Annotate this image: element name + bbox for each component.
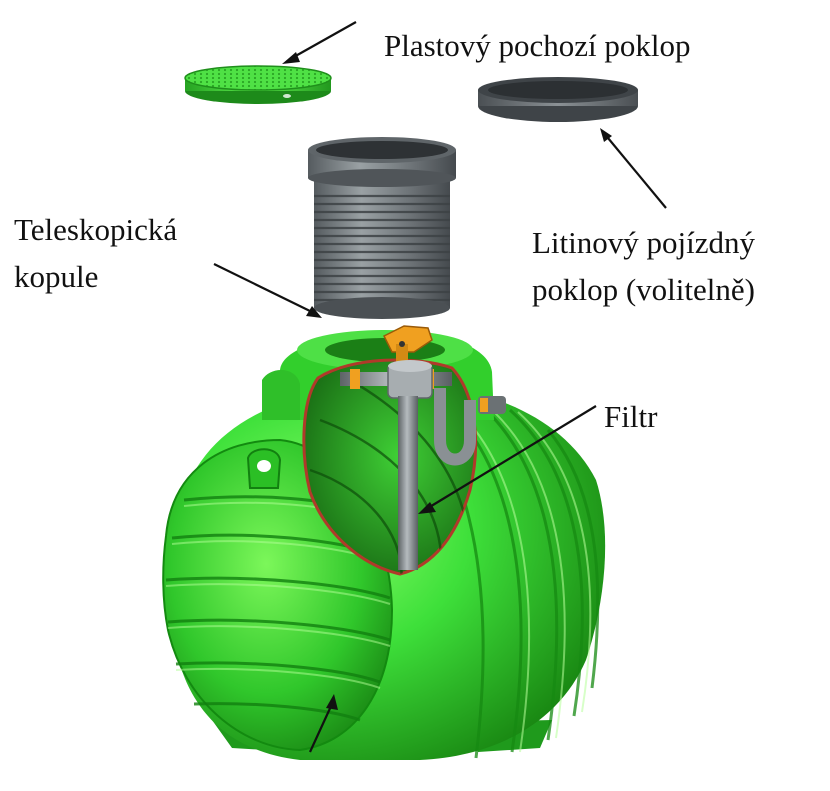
leader-arrows xyxy=(213,21,667,753)
cast-iron-lid-illustration xyxy=(478,77,638,122)
label-telescopic-dome-line1: Teleskopická xyxy=(14,212,178,247)
label-plastic-lid: Plastový pochozí poklop xyxy=(384,28,691,63)
telescopic-dome-illustration xyxy=(308,137,456,319)
plastic-lid-illustration xyxy=(184,65,332,104)
label-cast-iron-lid-line2: poklop (volitelně) xyxy=(532,272,755,307)
label-filter: Filtr xyxy=(604,399,658,434)
label-cast-iron-lid-line1: Litinový pojízdný xyxy=(532,225,756,260)
filter-assembly-illustration xyxy=(340,325,506,570)
label-telescopic-dome-line2: kopule xyxy=(14,259,99,294)
